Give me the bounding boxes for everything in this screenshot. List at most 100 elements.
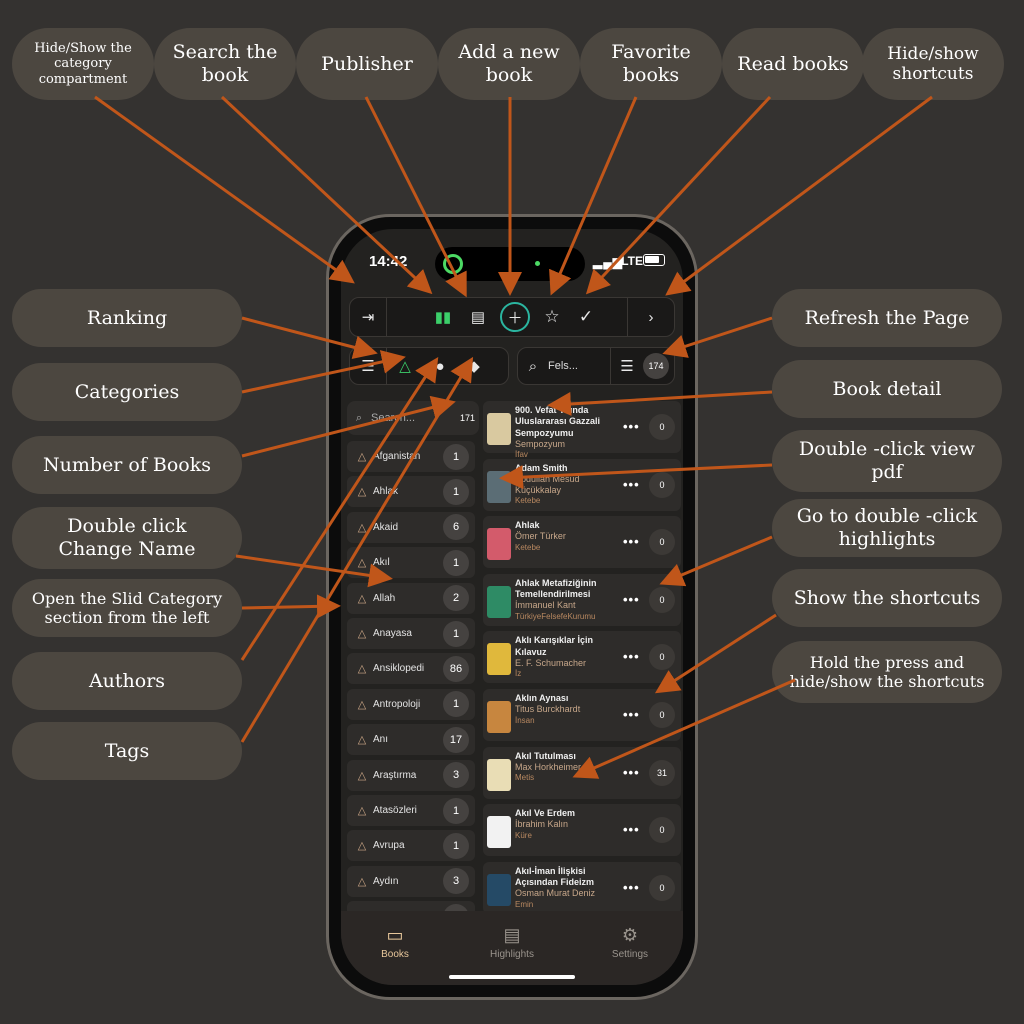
callout-read-books: Read books — [722, 28, 864, 100]
book-cover[interactable] — [487, 701, 511, 733]
category-count-badge: 86 — [443, 655, 469, 682]
book-author: Max Horkheimer — [515, 761, 582, 772]
book-cover[interactable] — [487, 816, 511, 849]
category-count-badge: 17 — [443, 726, 469, 753]
callout-publisher: Publisher — [296, 28, 438, 100]
tags-icon[interactable]: ◆ — [468, 358, 480, 375]
callout-hold-press: Hold the press and hide/show the shortcu… — [772, 641, 1002, 703]
more-options-icon[interactable]: ••• — [623, 822, 640, 838]
status-bar: 14:42 ▂▄▆ LTE — [341, 229, 683, 289]
chevron-right-icon[interactable]: › — [648, 308, 654, 326]
filter-toolbar: ⌕ Fels... ☰ 174 — [517, 347, 675, 385]
more-options-icon[interactable]: ••• — [623, 649, 640, 665]
add-book-button[interactable]: ＋ — [500, 302, 530, 332]
category-count-badge: 3 — [443, 762, 469, 789]
list-view-icon[interactable]: ☰ — [620, 358, 634, 375]
favorite-star-icon[interactable]: ☆ — [544, 307, 560, 326]
category-label: Araştırma — [373, 769, 417, 781]
more-options-icon[interactable]: ••• — [623, 591, 640, 607]
category-icon: △ — [357, 734, 367, 747]
book-title: Adam Smith — [515, 462, 568, 473]
callout-tags: Tags — [12, 722, 242, 780]
category-label: Afganistan — [373, 451, 421, 462]
more-options-icon[interactable]: ••• — [623, 476, 640, 492]
category-icon: △ — [357, 698, 367, 711]
category-label: Atasözleri — [373, 805, 417, 816]
callout-show-shortcuts: Show the shortcuts — [772, 569, 1002, 627]
book-title: Akıl-İman İlişkisi Açısından Fideizm — [515, 865, 595, 888]
read-check-icon[interactable]: ✓ — [578, 307, 594, 326]
books-icon[interactable]: ▮▮ — [434, 309, 452, 326]
category-label: Ahlak — [373, 486, 399, 498]
category-icon: △ — [357, 875, 367, 888]
authors-icon[interactable]: ● — [435, 357, 445, 375]
category-search-box[interactable]: ⌕ Search... 171 — [347, 401, 479, 435]
book-publisher: Emin — [515, 899, 534, 909]
category-item[interactable]: △ Araştırma 3 — [347, 759, 475, 791]
highlight-count-badge[interactable]: 0 — [649, 586, 675, 613]
publisher-icon[interactable]: ▤ — [470, 309, 486, 326]
book-author: Titus Burckhardt — [515, 704, 581, 715]
book-author: Osman Murat Deniz — [515, 888, 596, 899]
more-options-icon[interactable]: ••• — [623, 764, 640, 780]
categories-icon[interactable]: △ — [399, 358, 411, 375]
highlight-count-badge[interactable]: 31 — [649, 759, 675, 786]
book-row[interactable]: 900. Vefat Yılında Uluslararası Gazzali … — [483, 401, 681, 459]
filter-search-input[interactable]: Fels... — [548, 360, 578, 372]
ranking-icon[interactable]: ☰ — [361, 358, 375, 375]
toggle-category-panel-button[interactable]: ⇥ — [361, 309, 375, 326]
highlight-count-badge[interactable]: 0 — [649, 529, 675, 556]
callout-search-book: Search the book — [154, 28, 296, 100]
category-icon: △ — [357, 769, 367, 782]
highlight-count-badge[interactable]: 0 — [649, 414, 675, 440]
highlight-count-badge[interactable]: 0 — [649, 874, 675, 901]
more-options-icon[interactable]: ••• — [623, 419, 640, 434]
search-icon[interactable]: ⌕ — [528, 357, 538, 375]
book-cover[interactable] — [487, 585, 511, 618]
more-options-icon[interactable]: ••• — [623, 879, 640, 895]
tab-books[interactable]: ▭Books — [355, 925, 435, 960]
category-label: Allah — [373, 592, 396, 604]
book-title: Ahlak — [515, 520, 540, 531]
callout-hide-show-category: Hide/Show the category compartment — [12, 28, 154, 100]
book-cover[interactable] — [487, 528, 511, 561]
tab-highlights[interactable]: ▤Highlights — [472, 925, 552, 960]
book-publisher: Ketebe — [515, 496, 541, 506]
more-options-icon[interactable]: ••• — [623, 534, 640, 550]
book-cover[interactable] — [487, 643, 511, 676]
more-options-icon[interactable]: ••• — [623, 707, 640, 722]
book-publisher: TürkiyeFelsefeKurumu — [515, 611, 596, 621]
category-toolbar: ☰ △ ● ◆ — [349, 347, 509, 385]
highlight-count-badge[interactable]: 0 — [649, 702, 675, 728]
highlight-count-badge[interactable]: 0 — [649, 817, 675, 844]
refresh-count-button[interactable]: 174 — [643, 353, 669, 379]
highlight-count-badge[interactable]: 0 — [649, 471, 675, 498]
book-cover[interactable] — [487, 873, 511, 906]
callout-add-book: Add a new book — [438, 28, 580, 100]
book-cover[interactable] — [487, 413, 511, 445]
highlight-count-badge[interactable]: 0 — [649, 644, 675, 671]
book-cover[interactable] — [487, 470, 511, 503]
tab-settings[interactable]: ⚙Settings — [590, 925, 670, 960]
book-cover[interactable] — [487, 758, 511, 791]
